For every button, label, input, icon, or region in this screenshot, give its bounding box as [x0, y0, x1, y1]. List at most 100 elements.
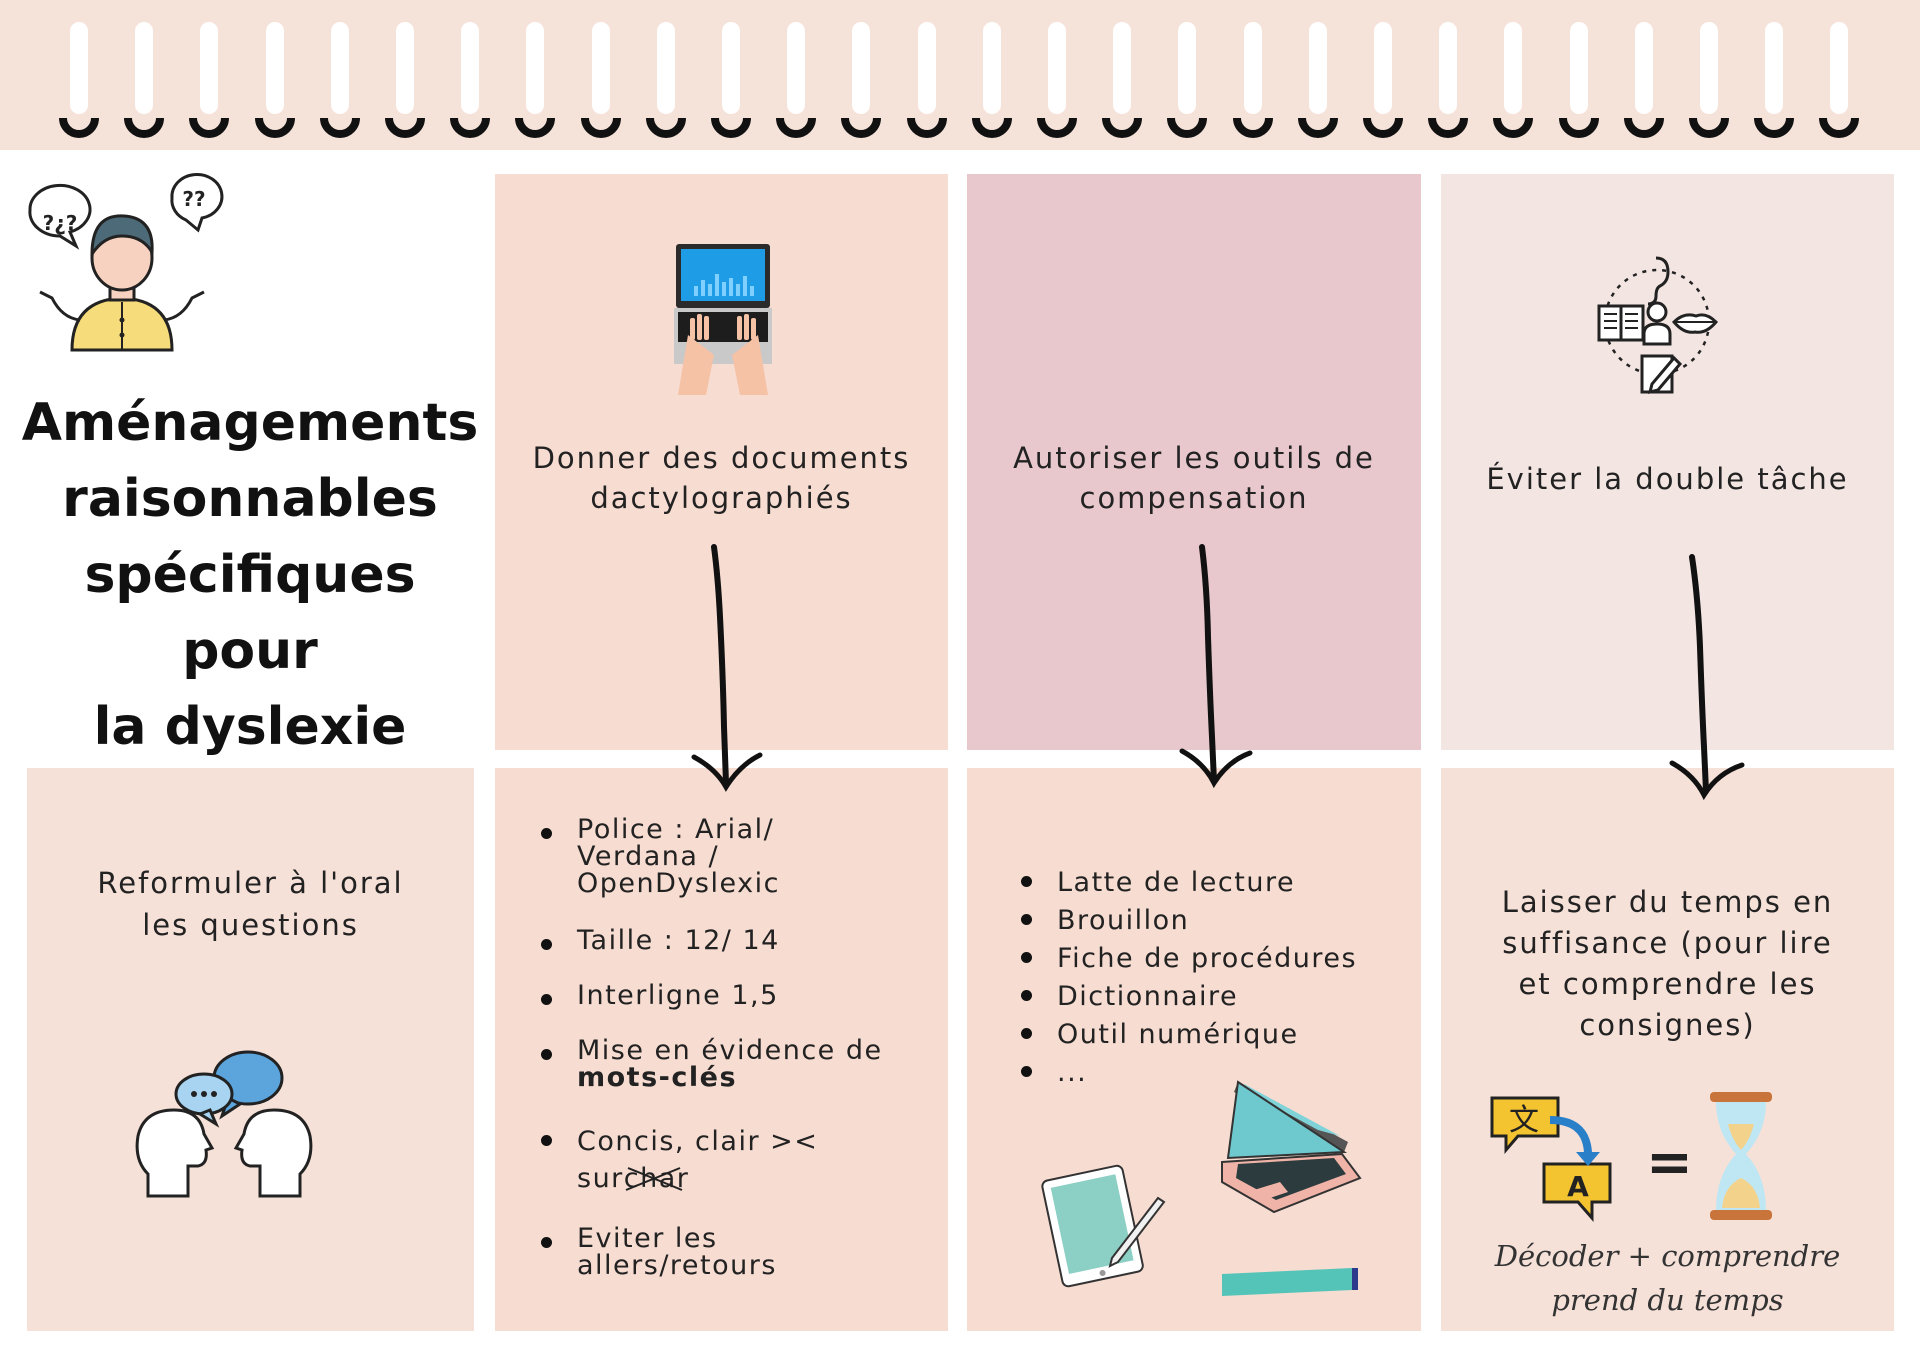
translate-icon: 文 A: [1490, 1096, 1612, 1222]
bold-keyword: mots-clés: [577, 1062, 738, 1093]
list-item: Dictionnaire: [1021, 978, 1411, 1016]
spiral-ring: [254, 22, 295, 138]
text-line: Police : Arial/: [577, 814, 775, 845]
spiral-ring: [1754, 22, 1795, 138]
page-title: Aménagements raisonnables spécifiques po…: [20, 385, 480, 765]
text-line: dactylographiés: [590, 481, 853, 515]
text-line: OpenDyslexic: [577, 868, 780, 899]
spiral-ring: [1428, 22, 1469, 138]
typed-documents-text: Donner des documents dactylographiés: [495, 438, 948, 518]
compensation-tools-list: Latte de lecture Brouillon Fiche de proc…: [1021, 864, 1411, 1092]
list-item: Fiche de procédures: [1021, 940, 1411, 978]
list-item: Outil numérique: [1021, 1016, 1411, 1054]
arrow-down-icon: [1179, 544, 1253, 789]
svg-text:??: ??: [182, 187, 205, 211]
text-line: Éviter la double tâche: [1486, 462, 1849, 496]
card-documents-details: [495, 768, 948, 1331]
spiral-ring: [1558, 22, 1599, 138]
spiral-ring: [1167, 22, 1208, 138]
spiral-ring: [1102, 22, 1143, 138]
text-line: Interligne 1,5: [577, 980, 779, 1011]
list-item: Concis, clair >< surchargechar: [541, 1123, 941, 1197]
text-line: Reformuler à l'oral: [97, 866, 404, 900]
title-line-4: la dyslexie: [93, 697, 407, 757]
laptop-typing-icon: [674, 244, 772, 395]
title-line-2: raisonnables: [62, 469, 438, 529]
compensation-tools-text: Autoriser les outils de compensation: [967, 438, 1421, 518]
hourglass-icon: [1710, 1092, 1772, 1220]
text-line: Concis, clair ><: [577, 1126, 819, 1157]
list-item: Police : Arial/ Verdana / OpenDyslexic: [541, 816, 941, 897]
spiral-ring: [906, 22, 947, 138]
translate-glyph: 文: [1509, 1103, 1539, 1138]
strikethrough-word: surchargechar: [577, 1160, 726, 1197]
time-caption: Décoder + comprendre prend du temps: [1441, 1234, 1894, 1322]
spiral-ring: [515, 22, 556, 138]
arrow-down-icon: [691, 544, 763, 792]
text-line: Eviter les: [577, 1223, 718, 1254]
translate-letter: A: [1567, 1170, 1589, 1203]
confused-person-icon: ?¿? ??: [28, 172, 224, 352]
ruler-icon: [1222, 1268, 1358, 1296]
spiral-ring: [385, 22, 425, 138]
title-line-3: spécifiques pour: [84, 545, 416, 681]
spiral-ring: [319, 22, 360, 138]
text-line: suffisance (pour lire: [1502, 926, 1833, 960]
spiral-ring: [1819, 22, 1860, 138]
spiral-ring: [1297, 22, 1338, 138]
spiral-ring: [124, 22, 165, 138]
text-line: Verdana /: [577, 841, 720, 872]
spiral-ring: [1689, 22, 1729, 138]
text-line: Mise en évidence de: [577, 1035, 883, 1066]
spiral-ring: [645, 22, 686, 138]
spiral-ring: [1037, 22, 1077, 138]
card-reformulate: [27, 768, 474, 1331]
two-heads-talking-icon: [135, 1050, 313, 1198]
text-line: consignes): [1579, 1008, 1756, 1042]
list-item: Interligne 1,5: [541, 982, 941, 1009]
crossed-part: chargechar: [624, 1160, 726, 1197]
spiral-ring: [450, 22, 491, 138]
text-line: allers/retours: [577, 1250, 777, 1281]
list-item: Eviter les allers/retours: [541, 1225, 941, 1279]
laptop-icon: [1221, 1080, 1362, 1214]
cross-out-mark: [625, 1167, 683, 1191]
arrow-down-icon: [1669, 554, 1745, 801]
text-line: compensation: [1079, 481, 1309, 515]
card-time: [1441, 768, 1894, 1331]
card-compensation-tools: [967, 174, 1421, 750]
senses-reading-writing-icon: [1597, 256, 1719, 395]
spiral-ring: [59, 22, 99, 138]
spiral-ring: [1493, 22, 1534, 138]
list-item: Mise en évidence de mots-clés: [541, 1037, 941, 1091]
card-tools-details: [967, 768, 1421, 1331]
time-text: Laisser du temps en suffisance (pour lir…: [1441, 882, 1894, 1046]
text-line: et comprendre les: [1518, 967, 1817, 1001]
documents-format-list: Police : Arial/ Verdana / OpenDyslexic T…: [541, 816, 941, 1279]
text-line: Taille : 12/ 14: [577, 925, 780, 956]
spiral-ring: [776, 22, 817, 138]
tablet-stylus-icon: [1041, 1164, 1166, 1288]
reformulate-text: Reformuler à l'oral les questions: [27, 862, 474, 946]
title-line-1: Aménagements: [21, 393, 479, 453]
text-line: Autoriser les outils de: [1013, 441, 1375, 475]
spiral-ring: [971, 22, 1012, 138]
spiral-ring: [189, 22, 230, 138]
caption-line: Décoder + comprendre: [1494, 1239, 1841, 1273]
list-item: Taille : 12/ 14: [541, 927, 941, 954]
double-task-text: Éviter la double tâche: [1441, 459, 1894, 499]
spiral-ring: [1363, 22, 1403, 138]
text-line: Laisser du temps en: [1501, 885, 1834, 919]
spiral-ring: [711, 22, 751, 138]
spiral-ring: [1232, 22, 1273, 138]
text-part: sur: [577, 1163, 624, 1194]
spiral-binding-band: [0, 0, 1920, 150]
text-line: les questions: [142, 908, 359, 942]
caption-line: prend du temps: [1551, 1283, 1784, 1317]
spiral-ring: [580, 22, 621, 138]
text-line: Donner des documents: [532, 441, 911, 475]
spiral-ring: [1623, 22, 1664, 138]
list-item: Brouillon: [1021, 902, 1411, 940]
equals-sign: =: [1646, 1130, 1693, 1195]
spiral-ring: [841, 22, 882, 138]
